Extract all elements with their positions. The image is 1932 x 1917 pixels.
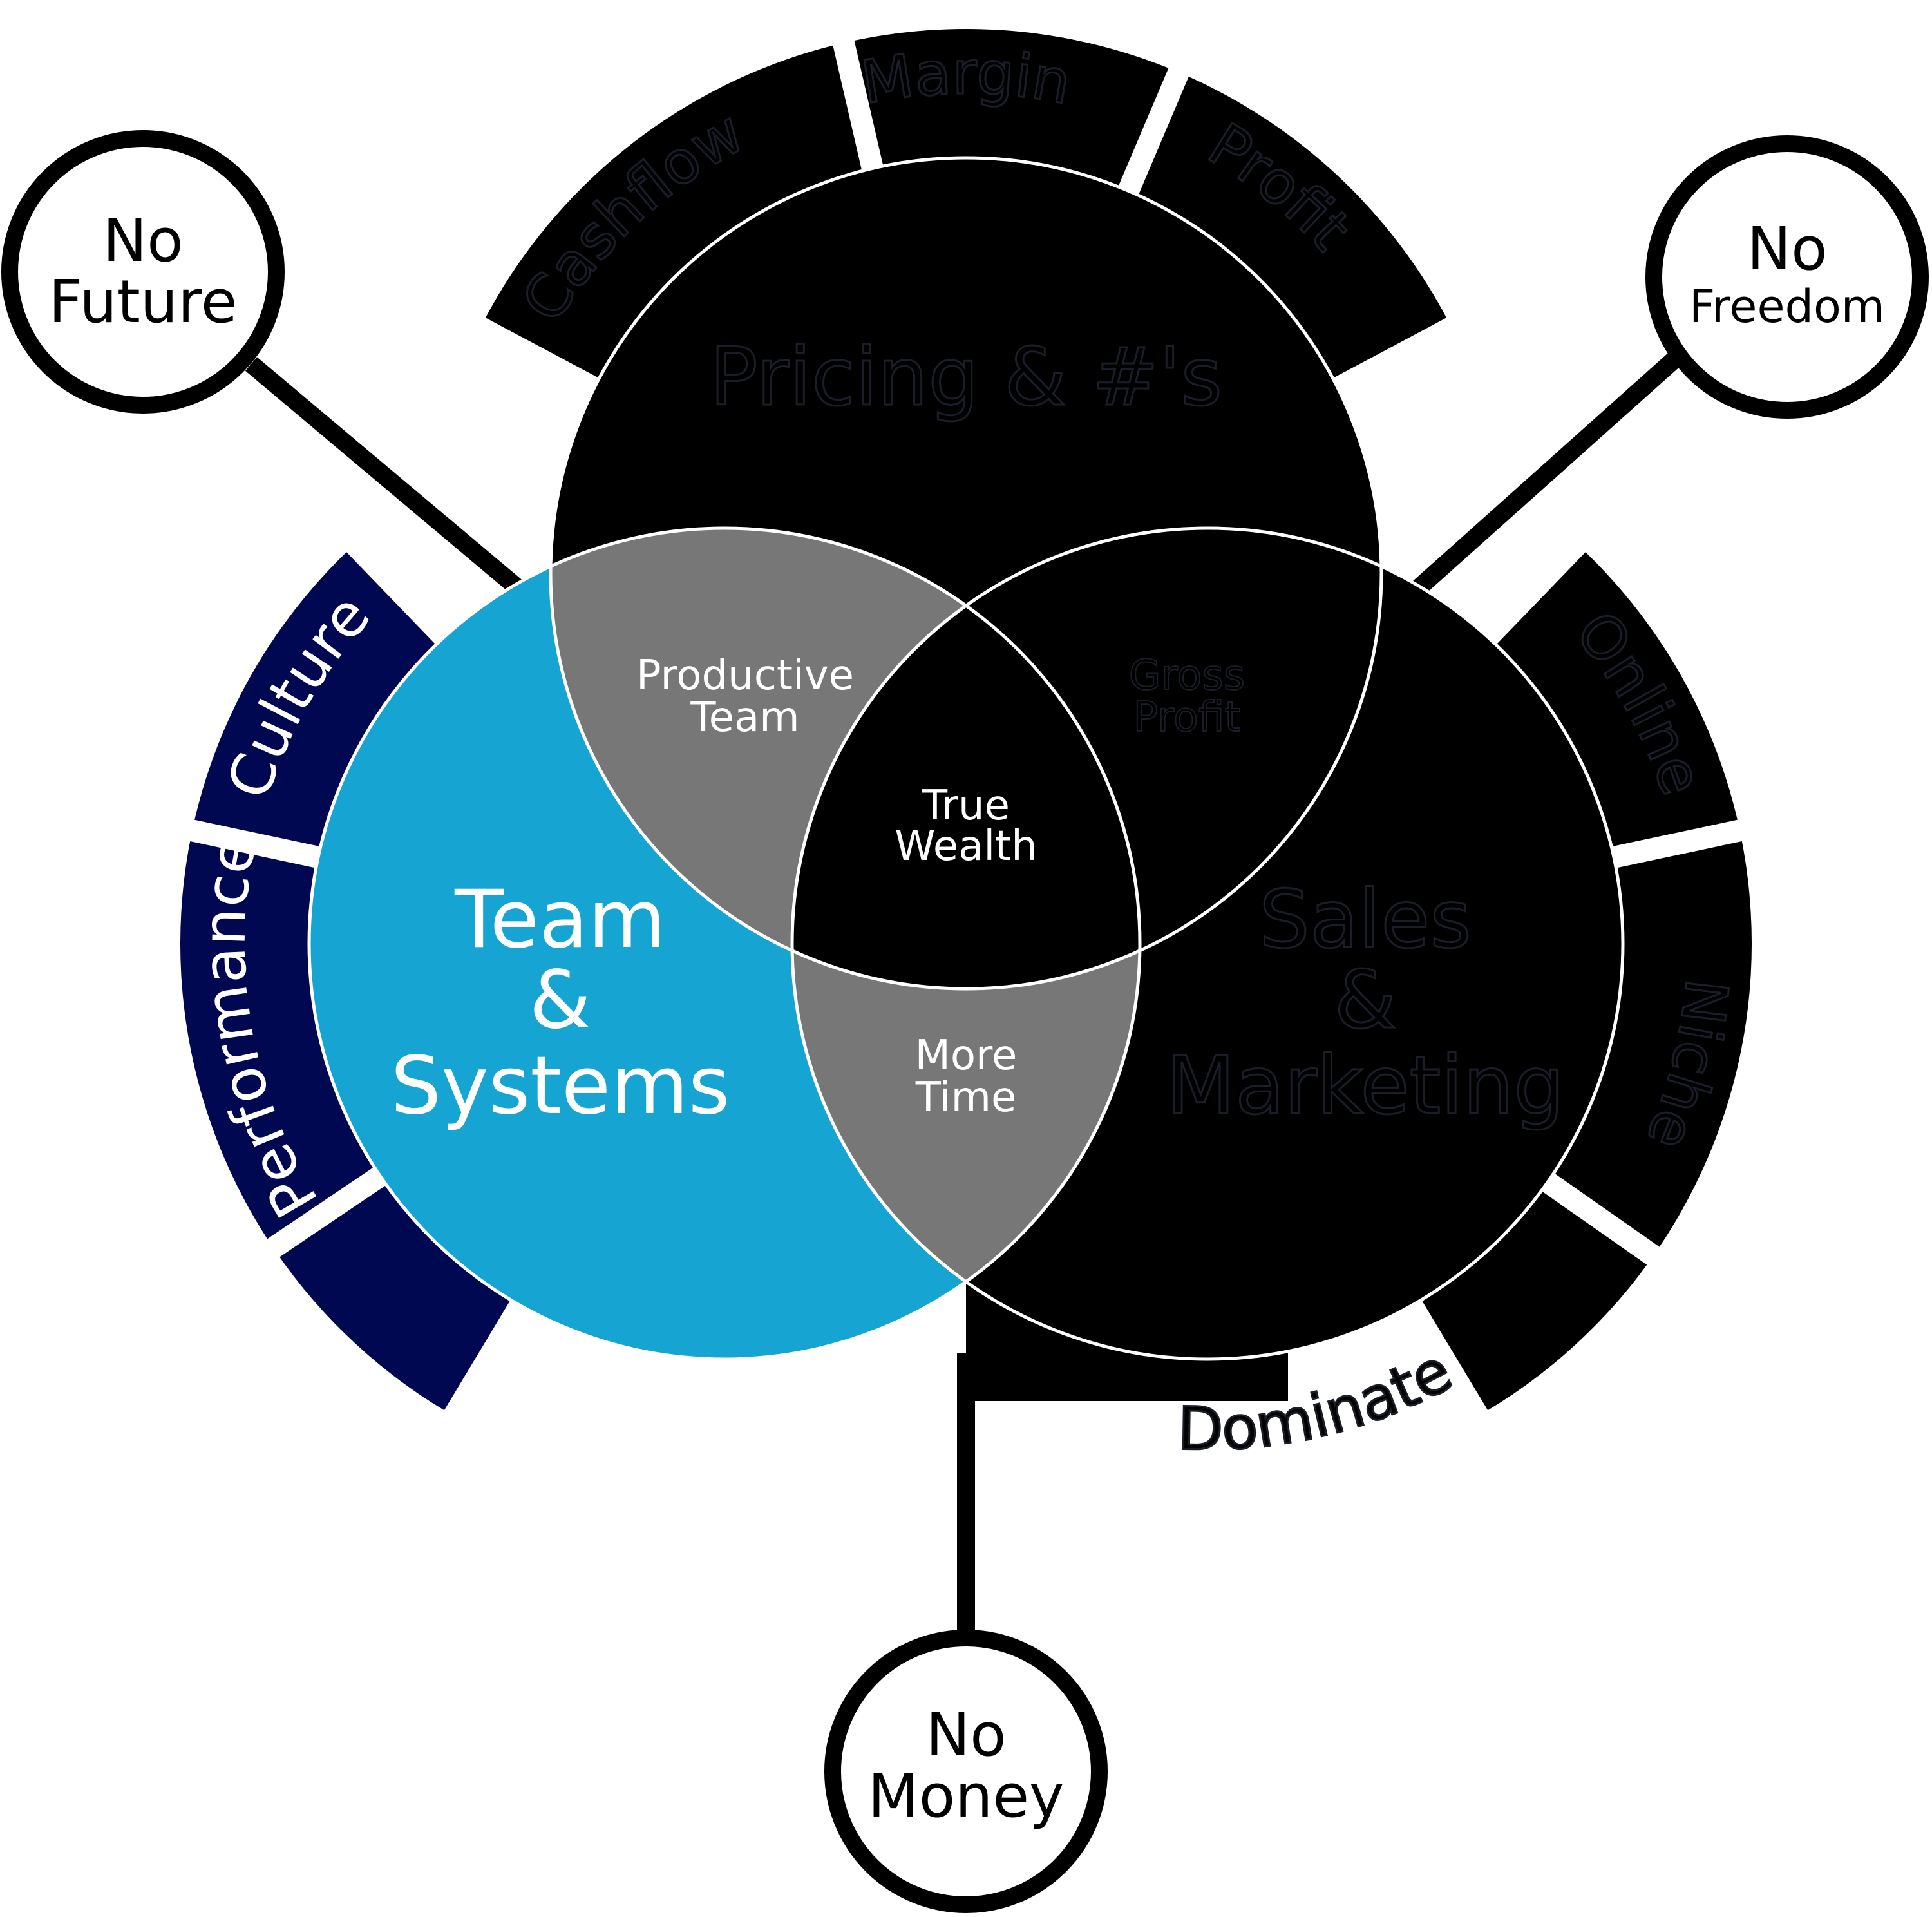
outline-left: [307, 526, 1142, 1361]
title-pricing: Pricing & #'s: [710, 331, 1222, 424]
label-gross-line2: Profit: [1133, 694, 1241, 741]
outcome-no-freedom-line2: Freedom: [1689, 280, 1885, 333]
label-moretime-line1: More: [915, 1032, 1018, 1080]
ring-gap-right-group-1: [1528, 1163, 1681, 1280]
ring-gap-top-group-0: [827, 15, 887, 187]
connector-right: [1378, 352, 1681, 625]
ring-gap-right-group-0: [1595, 814, 1768, 872]
title-sales-line3: Marketing: [1166, 1040, 1564, 1132]
label-gross-line1: Gross: [1129, 652, 1245, 700]
outcome-no-money-line2: Money: [867, 1762, 1064, 1831]
title-team-line1: Team: [454, 873, 666, 966]
outcome-no-future-line1: No: [102, 206, 183, 275]
connector-lines: [245, 352, 1681, 1649]
circle-titles: Pricing & #'s Team & Systems Sales & Mar…: [391, 330, 1566, 1134]
ring-label-margin: Margin: [857, 39, 1075, 118]
outcome-no-future-line2: Future: [49, 267, 238, 336]
title-team-line3: Systems: [391, 1040, 730, 1132]
outcome-no-money-line1: No: [925, 1701, 1006, 1769]
connector-left: [245, 357, 560, 625]
title-team-line2: &: [529, 954, 592, 1047]
title-sales-line1: Sales: [1259, 873, 1472, 966]
label-productive-line2: Team: [690, 694, 799, 741]
ring-gaps: [164, 15, 1768, 1280]
outline-right: [790, 526, 1625, 1361]
outcome-no-future: No Future: [1, 130, 285, 414]
circle-outlines: [307, 156, 1625, 1361]
ring-gap-left-group-1: [245, 1158, 400, 1272]
ring-gap-top-group-1: [1112, 44, 1199, 210]
outline-top: [549, 156, 1383, 991]
outcome-no-freedom-line1: No: [1747, 215, 1827, 283]
outcome-no-freedom: No Freedom: [1645, 135, 1929, 419]
label-truewealth-line2: Wealth: [895, 823, 1037, 870]
overlap-labels: Productive Team Gross Profit True Wealth…: [636, 651, 1245, 1121]
title-sales-line2: &: [1334, 954, 1397, 1047]
label-truewealth-line1: True: [922, 782, 1010, 830]
ring-gap-left-group-0: [164, 814, 337, 872]
outcome-bubbles: No Future No Freedom No Money: [1, 130, 1929, 1913]
label-productive-line1: Productive: [636, 652, 854, 700]
ring-label-process: Process: [499, 1350, 724, 1464]
outcome-no-money: No Money: [824, 1630, 1108, 1913]
label-moretime-line2: Time: [915, 1074, 1017, 1121]
